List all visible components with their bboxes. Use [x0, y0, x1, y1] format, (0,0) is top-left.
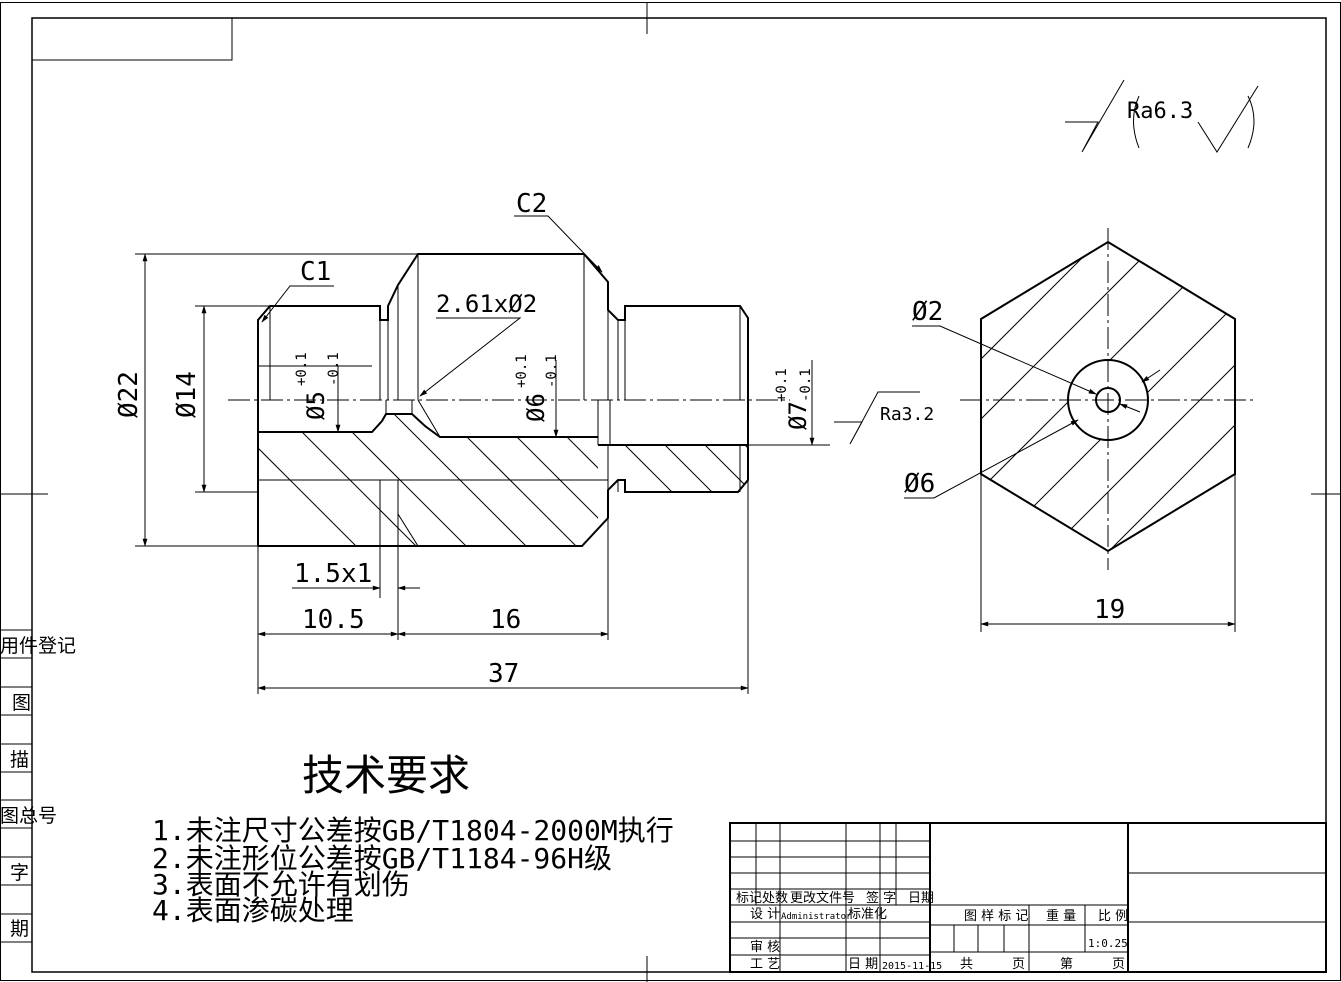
tb-weight: 重 量: [1046, 908, 1076, 924]
side-label-registration: 用件登记: [0, 635, 76, 657]
tb-page: 页: [1012, 957, 1025, 972]
dim-groove-hole: 2.61xØ2: [436, 290, 537, 318]
technical-requirements: 技术要求 1.未注尺寸公差按GB/T1804-2000M执行 2.未注形位公差按…: [152, 751, 674, 927]
section-dimensions: Ø22 Ø14 Ø5 +0.1 -0.1 Ø6 +0.1 -0.1 Ø7 +0.…: [114, 189, 934, 694]
dim-d7-tol-minus: -0.1: [798, 368, 814, 402]
tb-ratio-value: 1:0.25: [1088, 937, 1128, 950]
dim-d14: Ø14: [172, 371, 202, 418]
dim-d6-tol-minus: -0.1: [544, 354, 560, 388]
dim-d6: Ø6: [522, 393, 550, 422]
tb-total: 共: [960, 957, 973, 972]
tb-hdr-doc: 更改文件号: [790, 891, 855, 906]
dim-d5: Ø5: [302, 391, 330, 420]
roughness-bore-value: Ra3.2: [880, 404, 934, 425]
tb-standard: 标准化: [848, 907, 887, 922]
tb-review: 审 核: [750, 940, 780, 955]
tech-item-3: 3.表面不允许有划伤: [152, 868, 410, 901]
dim-d22: Ø22: [114, 371, 144, 418]
tb-hdr-count: 处数: [762, 891, 788, 906]
dim-len-37: 37: [488, 659, 519, 689]
roughness-main-value: Ra6.3: [1127, 99, 1193, 124]
tb-ratio: 比 例: [1098, 909, 1128, 924]
dim-d5-tol-plus: +0.1: [294, 352, 310, 386]
dim-groove: 1.5x1: [294, 559, 372, 589]
tb-date-label: 日 期: [848, 957, 878, 972]
tech-item-4: 4.表面渗碳处理: [152, 894, 354, 927]
tb-page2: 页: [1112, 957, 1125, 972]
tb-designer: Administrator: [781, 912, 852, 922]
dim-d7: Ø7: [784, 401, 812, 430]
dim-d6-tol-plus: +0.1: [514, 354, 530, 388]
tb-date: 2015-11-15: [882, 961, 942, 972]
dim-d7-tol-plus: +0.1: [774, 368, 790, 402]
tech-title: 技术要求: [302, 751, 470, 800]
tb-hdr-date: 日期: [908, 891, 934, 906]
tb-design: 设 计: [750, 907, 780, 922]
dim-len-10-5: 10.5: [302, 605, 365, 635]
side-label-total-no: 图总号: [0, 805, 57, 827]
tb-hdr-sign: 签 字: [866, 890, 896, 906]
section-view: [228, 253, 790, 547]
side-label-trace: 描: [10, 749, 29, 771]
tb-hdr-mark: 标记: [736, 891, 762, 906]
dim-d5-tol-minus: -0.1: [326, 352, 342, 386]
roughness-symbol-general: Ra6.3: [1065, 79, 1259, 153]
side-label-sign: 字: [10, 862, 29, 884]
tech-item-1: 1.未注尺寸公差按GB/T1804-2000M执行: [152, 814, 674, 847]
roughness-symbol-bore: [834, 391, 920, 445]
dim-c1: C1: [300, 257, 331, 287]
dim-side-d6: Ø6: [904, 469, 935, 499]
dim-side-d2: Ø2: [912, 297, 943, 327]
tb-process: 工 艺: [750, 957, 780, 972]
dim-across-flats: 19: [1094, 595, 1125, 625]
title-block: 标记 处数 更改文件号 签 字 日期 设 计 Administrator 标准化…: [729, 822, 1327, 973]
tech-item-2: 2.未注形位公差按GB/T1184-96H级: [152, 842, 612, 875]
tb-no: 第: [1060, 957, 1073, 972]
side-label-drawing: 图: [12, 692, 31, 714]
side-view-hex: Ø2 Ø6 19: [904, 228, 1255, 632]
side-label-column: 用件登记 图 描 图总号 字 期: [0, 629, 76, 943]
tb-sample-mark: 图 样 标 记: [964, 909, 1028, 924]
dim-c2: C2: [516, 189, 547, 219]
dim-len-16: 16: [490, 605, 521, 635]
side-label-date: 期: [10, 918, 29, 940]
